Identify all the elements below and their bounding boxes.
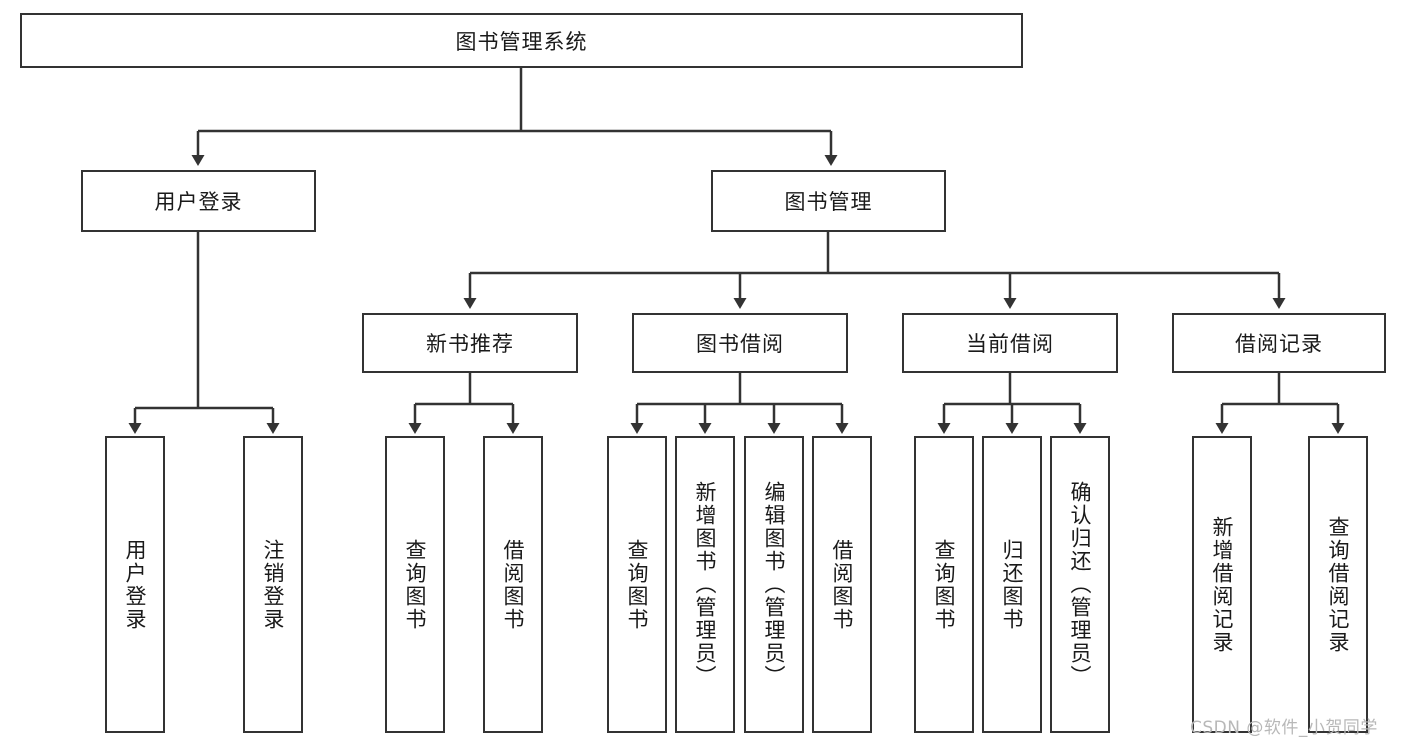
node-label: 新增借阅记录 [1210,515,1235,654]
leaf-user-login-logout[interactable]: 注销登录 [243,436,303,733]
leaf-current-borrow-confirm-return-admin[interactable]: 确认归还（管理员） [1050,436,1110,733]
leaf-new-book-query-book[interactable]: 查询图书 [385,436,445,733]
leaf-user-login-login[interactable]: 用户登录 [105,436,165,733]
node-label: 图书管理 [784,190,873,214]
node-label: 归还图书 [1000,538,1025,631]
leaf-current-borrow-query-book[interactable]: 查询图书 [914,436,974,733]
node-new-book-recommend[interactable]: 新书推荐 [362,313,578,373]
node-label: 借阅图书 [501,538,526,631]
node-label: 借阅图书 [830,538,855,631]
node-label: 当前借阅 [966,332,1054,356]
node-label: 新书推荐 [426,332,514,356]
leaf-book-borrow-query-book[interactable]: 查询图书 [607,436,667,733]
node-label: 图书管理系统 [455,29,588,54]
node-label: 借阅记录 [1235,332,1323,356]
node-label: 注销登录 [261,538,286,631]
leaf-borrow-record-add-record[interactable]: 新增借阅记录 [1192,436,1252,733]
node-label: 确认归还（管理员） [1068,481,1093,688]
node-book-management[interactable]: 图书管理 [711,170,946,232]
leaf-book-borrow-borrow-book[interactable]: 借阅图书 [812,436,872,733]
leaf-book-borrow-add-book-admin[interactable]: 新增图书（管理员） [675,436,735,733]
node-label: 用户登录 [123,538,148,631]
node-label: 图书借阅 [696,332,784,356]
node-current-borrow[interactable]: 当前借阅 [902,313,1118,373]
watermark: CSDN @软件_小贺同学 [1190,718,1378,738]
leaf-book-borrow-edit-book-admin[interactable]: 编辑图书（管理员） [744,436,804,733]
node-label: 查询借阅记录 [1326,515,1351,654]
node-book-borrow[interactable]: 图书借阅 [632,313,848,373]
node-user-login[interactable]: 用户登录 [81,170,316,232]
node-label: 编辑图书（管理员） [762,481,787,688]
leaf-current-borrow-return-book[interactable]: 归还图书 [982,436,1042,733]
node-label: 查询图书 [625,538,650,631]
node-label: 查询图书 [403,538,428,631]
node-label: 查询图书 [932,538,957,631]
leaf-borrow-record-query-record[interactable]: 查询借阅记录 [1308,436,1368,733]
node-label: 新增图书（管理员） [693,481,718,688]
node-root-book-management-system[interactable]: 图书管理系统 [20,13,1023,68]
node-borrow-record[interactable]: 借阅记录 [1172,313,1386,373]
leaf-new-book-borrow-book[interactable]: 借阅图书 [483,436,543,733]
node-label: 用户登录 [154,190,243,214]
